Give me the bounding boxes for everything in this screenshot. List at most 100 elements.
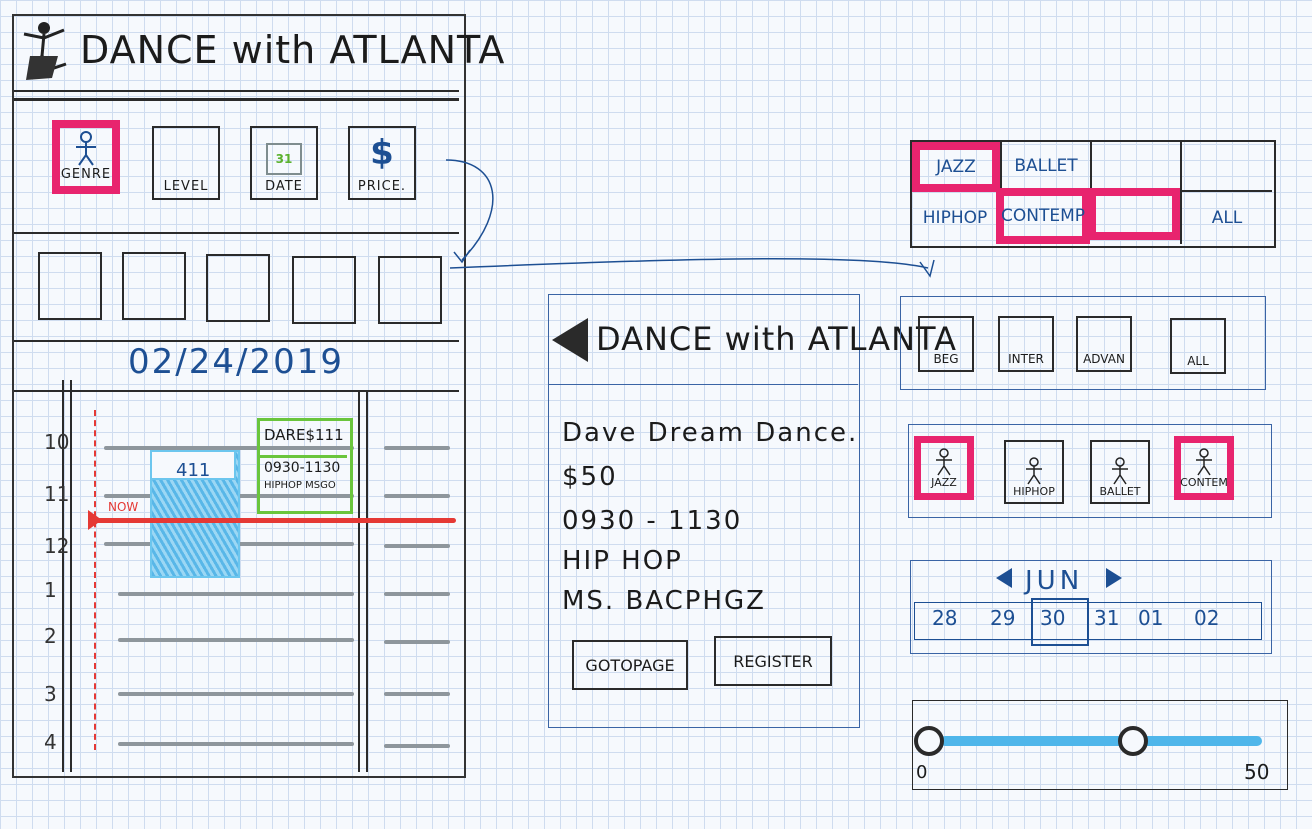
sub-option-tile[interactable] <box>38 252 102 320</box>
time-slot-line <box>118 638 354 642</box>
sub-option-tile[interactable] <box>292 256 356 324</box>
genre-option-empty[interactable] <box>1090 142 1180 192</box>
hour-label: 10 <box>44 430 70 454</box>
stick-figure-icon <box>76 131 96 166</box>
filter-price-label: PRICE. <box>357 179 407 194</box>
time-slot-line <box>384 544 450 548</box>
phone-frame <box>12 14 466 778</box>
time-slot-line <box>384 640 450 644</box>
day-option[interactable]: 29 <box>990 606 1016 630</box>
filter-date-button[interactable]: 31 DATE <box>250 126 318 200</box>
filter-genre-button[interactable]: GENRE <box>52 120 120 194</box>
style-option-hiphop[interactable]: HIPHOP <box>1004 440 1064 504</box>
goto-page-button[interactable]: GOTOPAGE <box>572 640 688 690</box>
sub-option-tile[interactable] <box>206 254 270 322</box>
day-option[interactable]: 01 <box>1138 606 1164 630</box>
hour-label: 3 <box>44 682 57 706</box>
schedule-rail-right-2 <box>366 392 368 772</box>
now-label: NOW <box>108 500 139 514</box>
dancer-logo-icon <box>23 22 67 80</box>
price-slider-max-handle[interactable] <box>1118 726 1148 756</box>
time-slot-line <box>118 592 354 596</box>
stick-figure-icon <box>1112 457 1128 485</box>
day-option[interactable]: 02 <box>1194 606 1220 630</box>
stick-figure-icon <box>936 448 952 476</box>
level-option-inter[interactable]: INTER <box>998 316 1054 372</box>
style-option-contem[interactable]: CONTEM <box>1174 436 1234 500</box>
genre-option-ballet[interactable]: BALLET <box>1000 142 1090 192</box>
style-option-jazz[interactable]: JAZZ <box>914 436 974 500</box>
price-slider-min-handle[interactable] <box>914 726 944 756</box>
now-indicator-arrow-icon <box>88 510 102 530</box>
genre-option-jazz[interactable]: JAZZ <box>912 142 1000 192</box>
event-time: 0930-1130 <box>264 460 341 476</box>
sub-option-tile[interactable] <box>378 256 442 324</box>
back-arrow-icon[interactable] <box>552 318 588 362</box>
level-option-advan[interactable]: ADVAN <box>1076 316 1132 372</box>
price-slider-panel <box>912 700 1288 790</box>
brand-title: DANCE with ATLANTA <box>80 28 506 72</box>
style-selector-panel <box>908 424 1272 518</box>
level-option-beg[interactable]: BEG <box>918 316 974 372</box>
selected-day-highlight <box>1031 598 1089 646</box>
detail-instructor: MS. BACPHGZ <box>562 586 766 616</box>
genre-option-empty[interactable] <box>1180 142 1272 192</box>
section-divider <box>14 340 459 342</box>
genre-option-contemp[interactable]: CONTEMP <box>996 188 1090 244</box>
section-divider <box>14 390 459 392</box>
day-option[interactable]: 28 <box>932 606 958 630</box>
hour-label: 11 <box>44 482 70 506</box>
hour-label: 2 <box>44 624 57 648</box>
header-divider-2 <box>14 98 459 101</box>
next-month-arrow-icon[interactable] <box>1106 568 1122 588</box>
style-label: CONTEM <box>1180 476 1228 489</box>
time-slot-line <box>384 446 450 450</box>
price-max-label: 50 <box>1244 760 1270 784</box>
register-button[interactable]: REGISTER <box>714 636 832 686</box>
time-slot-line <box>118 742 354 746</box>
event-title: DARE$111 <box>264 426 344 444</box>
filter-date-label: DATE <box>265 179 303 194</box>
time-slot-line <box>104 446 354 450</box>
detail-studio: Dave Dream Dance. <box>562 418 859 448</box>
filter-price-button[interactable]: $ PRICE. <box>348 126 416 200</box>
time-slot-line <box>384 592 450 596</box>
price-slider-track[interactable] <box>940 736 1262 746</box>
price-min-label: 0 <box>916 762 928 783</box>
section-divider <box>14 232 459 234</box>
prev-month-arrow-icon[interactable] <box>996 568 1012 588</box>
flow-arrows <box>445 159 935 278</box>
style-label: JAZZ <box>931 476 957 489</box>
schedule-rail-left-2 <box>70 380 72 772</box>
time-slot-line <box>384 744 450 748</box>
stick-figure-icon <box>1196 448 1212 476</box>
header-divider <box>14 90 459 92</box>
style-label: HIPHOP <box>1013 485 1055 498</box>
date-picker-panel <box>910 560 1272 654</box>
detail-genre: HIP HOP <box>562 546 683 576</box>
sub-option-tile[interactable] <box>122 252 186 320</box>
level-selector-panel <box>900 296 1266 390</box>
now-indicator-line <box>94 518 456 523</box>
style-option-ballet[interactable]: BALLET <box>1090 440 1150 504</box>
genre-option-all[interactable]: ALL <box>1180 192 1272 244</box>
day-option-selected[interactable]: 30 <box>1040 606 1066 630</box>
event-detail: HIPHOP MSGO <box>264 480 336 491</box>
hour-label: 1 <box>44 578 57 602</box>
day-option[interactable]: 31 <box>1094 606 1120 630</box>
event-block-highlighted[interactable] <box>257 418 353 514</box>
time-slot-line <box>384 692 450 696</box>
filter-level-button[interactable]: LEVEL <box>152 126 220 200</box>
stick-figure-icon <box>1026 457 1042 485</box>
month-label: JUN <box>1025 566 1084 596</box>
event-detail-card <box>548 294 860 728</box>
calendar-icon: 31 <box>266 143 302 175</box>
detail-brand-title: DANCE with ATLANTA <box>596 320 957 358</box>
detail-divider <box>548 384 858 385</box>
detail-time: 0930 - 1130 <box>562 506 743 536</box>
hour-label: 4 <box>44 730 57 754</box>
genre-option-empty[interactable] <box>1088 188 1180 240</box>
dollar-icon: $ <box>370 133 394 173</box>
schedule-rail-right <box>358 392 360 772</box>
level-option-all[interactable]: ALL <box>1170 318 1226 374</box>
